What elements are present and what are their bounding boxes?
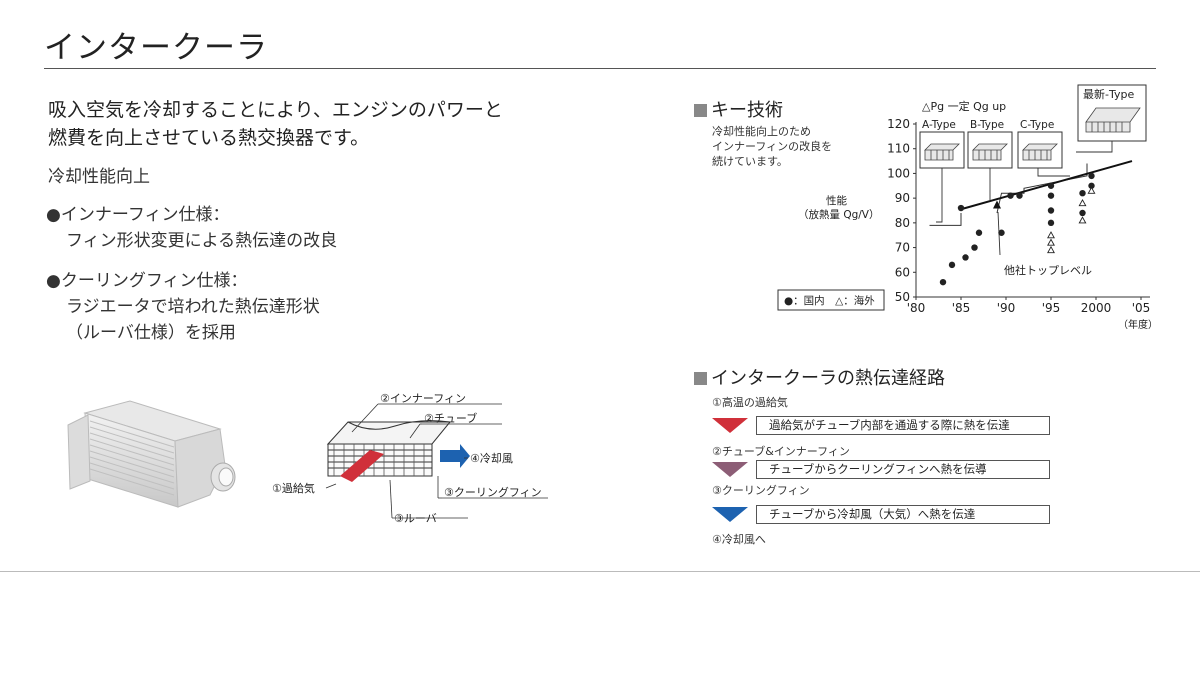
- chart-x-tick-label: '85: [952, 301, 971, 315]
- chart-legend-box: [777, 289, 885, 311]
- label-tube: ②チューブ: [424, 411, 477, 425]
- chart-point-domestic: [1079, 190, 1086, 197]
- fin-cutaway-diagram: ②インナーフィン ②チューブ ④冷却風 ①過給気 ③クーリングフィン ③ルーバ: [272, 392, 548, 525]
- key-tech-heading-text: キー技術: [711, 100, 783, 121]
- chart-point-domestic: [1047, 219, 1055, 227]
- chart-x-tick-label: '80: [907, 301, 926, 315]
- heat-step-2-box: 過給気がチューブ内部を通過する際に熱を伝達: [756, 416, 1050, 435]
- chart-y-tick-label: 110: [887, 142, 910, 156]
- chart-point-overseas: [1087, 186, 1096, 194]
- heat-step-1-label: ①高温の過給気: [712, 396, 788, 409]
- chart-y-tick-label: 120: [887, 117, 910, 131]
- bottom-divider: [0, 571, 1200, 572]
- chart-x-tick-label: 2000: [1081, 301, 1112, 315]
- chart-trend-line: [960, 160, 1133, 211]
- chart-reference-line: [996, 163, 1088, 214]
- chart-point-domestic: [1047, 182, 1055, 189]
- type-label-c: C-Type: [1020, 119, 1054, 131]
- label-inner-fin: ②インナーフィン: [380, 392, 466, 405]
- section-square-icon: [694, 104, 707, 117]
- chart-y-tick-label: 70: [895, 241, 910, 255]
- chart-point-overseas: [1047, 245, 1055, 254]
- chart-point-overseas: [1078, 198, 1087, 207]
- page-title: インタークーラ: [44, 30, 268, 66]
- purple-arrow-icon: [712, 462, 748, 477]
- intro-line-1: 吸入空気を冷却することにより、エンジンのパワーと: [48, 99, 503, 121]
- bullet-1-line-2: フィン形状変更による熱伝達の改良: [66, 231, 338, 251]
- chart-point-domestic: [998, 229, 1005, 236]
- intro-text: 吸入空気を冷却することにより、エンジンのパワーと 燃費を向上させている熱交換器で…: [48, 96, 503, 152]
- chart-y-tick-label: 60: [895, 265, 910, 279]
- label-cooling-air: ④冷却風: [470, 452, 513, 465]
- heat-step-3-box: チューブからクーリングフィンへ熱を伝導: [756, 460, 1050, 479]
- heat-path-heading: インタークーラの熱伝達経路: [694, 364, 945, 390]
- chart-y-tick-label: 90: [895, 191, 910, 205]
- chart-y-tick-label: 50: [895, 290, 910, 304]
- bullet-1-line-1: ●インナーフィン仕様：: [46, 205, 230, 225]
- section-square-icon: [694, 372, 707, 385]
- key-tech-desc-2: インナーフィンの改良を: [712, 140, 833, 153]
- chart-point-overseas: [1047, 238, 1055, 246]
- chart-point-domestic: [1047, 192, 1055, 199]
- chart-y-tick-label: 100: [887, 166, 910, 180]
- red-arrow-icon: [712, 418, 748, 433]
- blue-arrow-icon: [712, 507, 748, 522]
- intercooler-illustration: [67, 400, 236, 508]
- bullet-inner-fin: ●インナーフィン仕様： フィン形状変更による熱伝達の改良: [46, 202, 337, 254]
- performance-chart: 50 60 70 80 90 100 110 120 '80 '85 '90 '95 2000 '05 △…: [777, 84, 1158, 331]
- chart-reference-line: [929, 212, 962, 226]
- chart-point-domestic: [971, 244, 978, 251]
- chart-x-tick-label: '05: [1132, 301, 1151, 315]
- intro-line-2: 燃費を向上させている熱交換器です。: [48, 127, 370, 149]
- chart-point-domestic: [1047, 207, 1055, 214]
- type-label-b: B-Type: [970, 119, 1004, 131]
- chart-xlabel: （年度）: [1118, 318, 1158, 331]
- chart-point-domestic: [1088, 182, 1095, 189]
- chart-point-overseas: [1047, 231, 1055, 239]
- chart-header-note: △Pg 一定 Qg up: [922, 99, 1006, 113]
- chart-point-domestic: [1007, 192, 1014, 199]
- heat-path-heading-text: インタークーラの熱伝達経路: [711, 368, 945, 389]
- bullet-2-line-3: （ルーバ仕様）を採用: [66, 323, 236, 343]
- chart-point-domestic: [962, 254, 969, 261]
- key-tech-heading: キー技術: [694, 96, 783, 122]
- heat-step-3-label: ③クーリングフィン: [712, 484, 810, 497]
- subtitle: 冷却性能向上: [48, 167, 150, 187]
- heat-step-4-box: チューブから冷却風（大気）へ熱を伝達: [756, 505, 1050, 524]
- chart-legend: ●：国内 △：海外: [784, 294, 875, 307]
- chart-point-domestic: [1079, 209, 1086, 217]
- chart-x-tick-label: '95: [1042, 301, 1061, 315]
- chart-top-level-label: 他社トップレベル: [1004, 263, 1092, 277]
- chart-point-domestic: [975, 229, 983, 236]
- title-divider: [44, 68, 1156, 69]
- label-supercharged-air: ①過給気: [272, 481, 315, 495]
- key-tech-description: 冷却性能向上のため インナーフィンの改良を 続けています。: [712, 124, 832, 169]
- label-cooling-fin: ③クーリングフィン: [444, 485, 542, 499]
- heat-step-4-label: ④冷却風へ: [712, 533, 766, 546]
- chart-y-tick-label: 80: [895, 216, 910, 230]
- label-louver: ③ルーバ: [394, 512, 437, 525]
- chart-trend-arrow: [993, 200, 1001, 209]
- chart-point-domestic: [1088, 172, 1095, 180]
- type-label-a: A-Type: [922, 119, 956, 131]
- type-label-latest: 最新-Type: [1083, 87, 1134, 101]
- chart-point-domestic: [939, 278, 947, 286]
- chart-point-overseas: [1078, 216, 1087, 224]
- chart-point-domestic: [957, 204, 965, 212]
- chart-ylabel-2: （放熱量 Qg/V）: [798, 208, 880, 221]
- bullet-2-line-2: ラジエータで培われた熱伝達形状: [66, 297, 320, 317]
- key-tech-desc-1: 冷却性能向上のため: [712, 125, 811, 138]
- key-tech-desc-3: 続けています。: [712, 155, 788, 168]
- bullet-2-line-1: ●クーリングフィン仕様：: [46, 271, 248, 291]
- bullet-cooling-fin: ●クーリングフィン仕様： ラジエータで培われた熱伝達形状 （ルーバ仕様）を採用: [46, 268, 320, 346]
- chart-point-domestic: [948, 261, 956, 269]
- chart-point-domestic: [1016, 192, 1023, 199]
- heat-step-2-label: ②チューブ&インナーフィン: [712, 445, 850, 458]
- chart-ylabel-1: 性能: [826, 194, 847, 207]
- chart-x-tick-label: '90: [997, 301, 1016, 315]
